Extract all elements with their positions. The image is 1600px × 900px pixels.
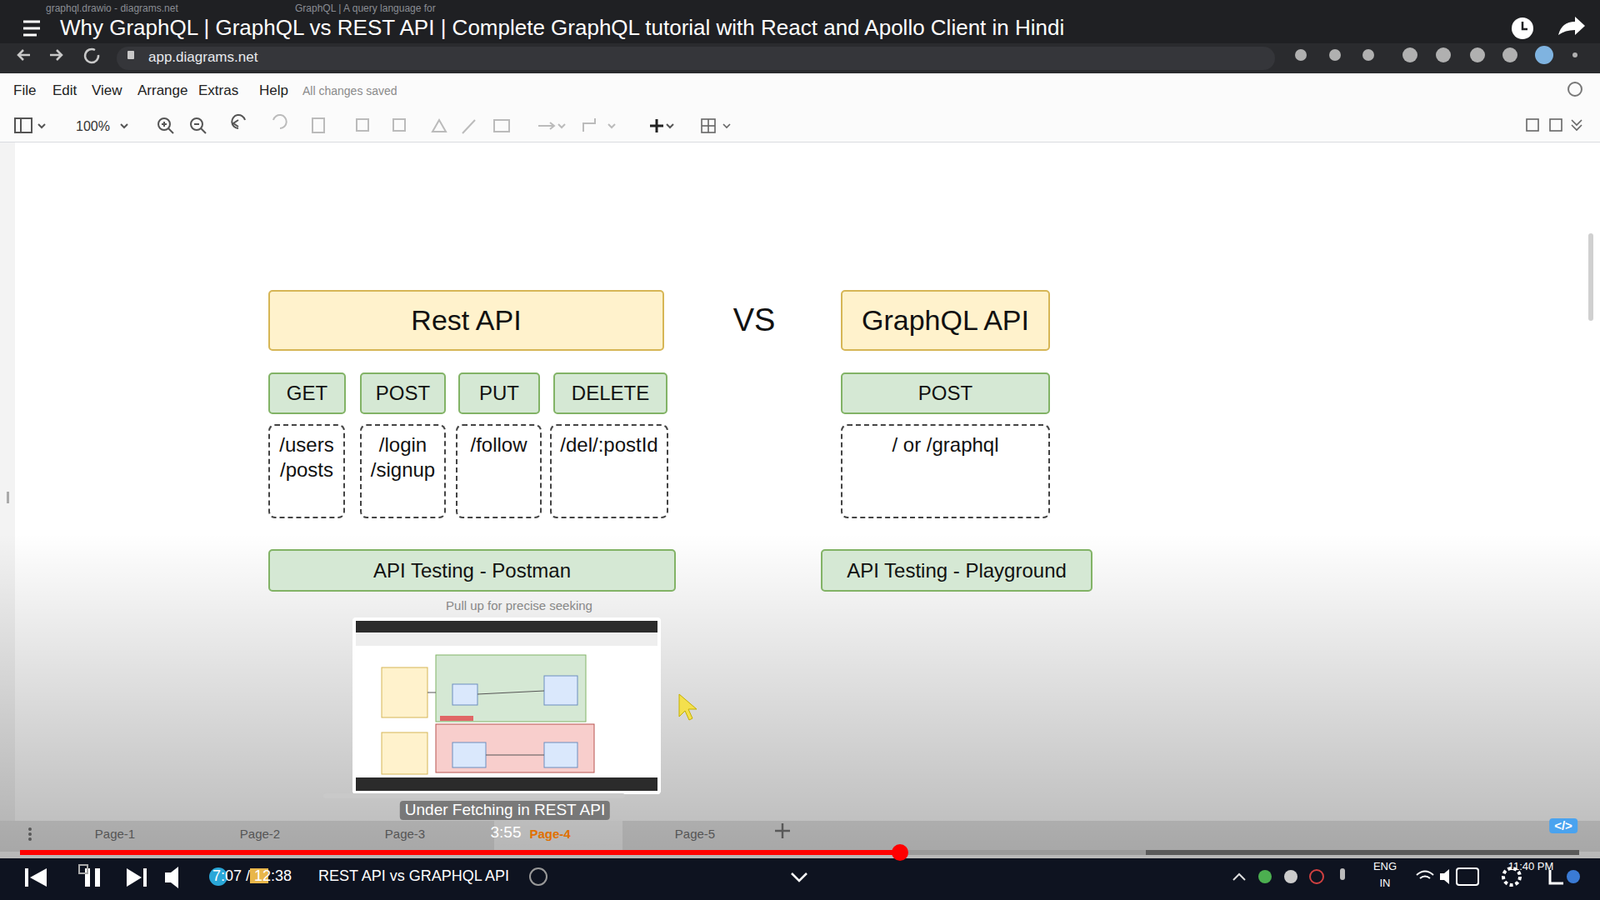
chapter-name: REST API vs GRAPHQL API [318,867,510,886]
page-tab: Page-1 [95,826,135,842]
endpoint-box: /users /posts [268,424,345,519]
method-box: GET [268,372,346,415]
method-box: DELETE [553,372,668,415]
api-header-box: GraphQL API [840,290,1050,351]
node-label: /login /signup [366,432,440,483]
menu-item: Help [259,82,289,100]
testing-tool-box: API Testing - Postman [268,549,676,592]
progress-buffer [900,850,1146,855]
node-label: GraphQL API [861,302,1030,339]
method-box: POST [840,372,1050,415]
menu-item: Extras [198,82,239,100]
browser-tab: GraphQL | A query language for [295,2,436,15]
node-label: /follow [470,432,527,458]
time-display: 7:07 / 12:38 [212,867,292,886]
embed-icon: </> [1549,818,1578,834]
seek-time: 3:55 [490,823,522,843]
page-tab: Page-5 [675,826,715,842]
video-title: Why GraphQL | GraphQL vs REST API | Comp… [60,15,1065,41]
chapter-title: Under Fetching in REST API [400,800,610,820]
endpoint-box: / or /graphql [840,424,1050,519]
tool-bar [0,106,1600,143]
page-tab: Page-2 [240,826,280,842]
progress-played [20,850,900,855]
language-code: ENG [1373,860,1397,874]
seek-thumbnail [352,617,661,795]
endpoint-box: /del/:postId [550,424,669,519]
clock-time: 11:40 PM [1508,860,1555,874]
menu-item: View [91,82,123,100]
address-url: app.diagrams.net [148,49,258,66]
mouse-cursor [676,691,702,725]
progress-marker [891,844,909,861]
region-code: IN [1380,876,1391,890]
node-label: / or /graphql [891,432,999,458]
api-header-box: Rest API [268,290,665,351]
seek-hint: Pull up for precise seeking [445,598,593,614]
menu-bar [0,73,1600,107]
node-label: Rest API [410,302,521,339]
zoom-level: 100% [75,118,110,135]
node-label: POST [375,380,430,406]
browser-tab: graphql.drawio - diagrams.net [45,2,179,15]
menu-item: Arrange [137,82,188,100]
method-box: PUT [458,372,540,415]
node-label: /users /posts [275,432,339,483]
node-label: API Testing - Playground [846,558,1067,584]
endpoint-box: /follow [455,424,542,519]
seek-strip [323,793,625,799]
node-label: PUT [479,380,520,406]
node-label: GET [286,380,328,406]
menu-item: File [13,82,36,100]
endpoint-box: /login /signup [360,424,446,519]
save-status: All changes saved [302,84,398,99]
versus-text: VS [733,301,776,340]
page-tab: Page-4 [529,826,570,842]
node-label: /del/:postId [560,432,658,458]
page-tab: Page-3 [385,826,425,842]
node-label: POST [918,380,973,406]
testing-tool-box: API Testing - Playground [820,549,1093,592]
node-label: DELETE [571,380,650,406]
menu-item: Edit [52,82,77,100]
method-box: POST [360,372,446,415]
address-field [116,46,1275,70]
player-shade [0,533,1600,859]
node-label: API Testing - Postman [373,558,571,584]
